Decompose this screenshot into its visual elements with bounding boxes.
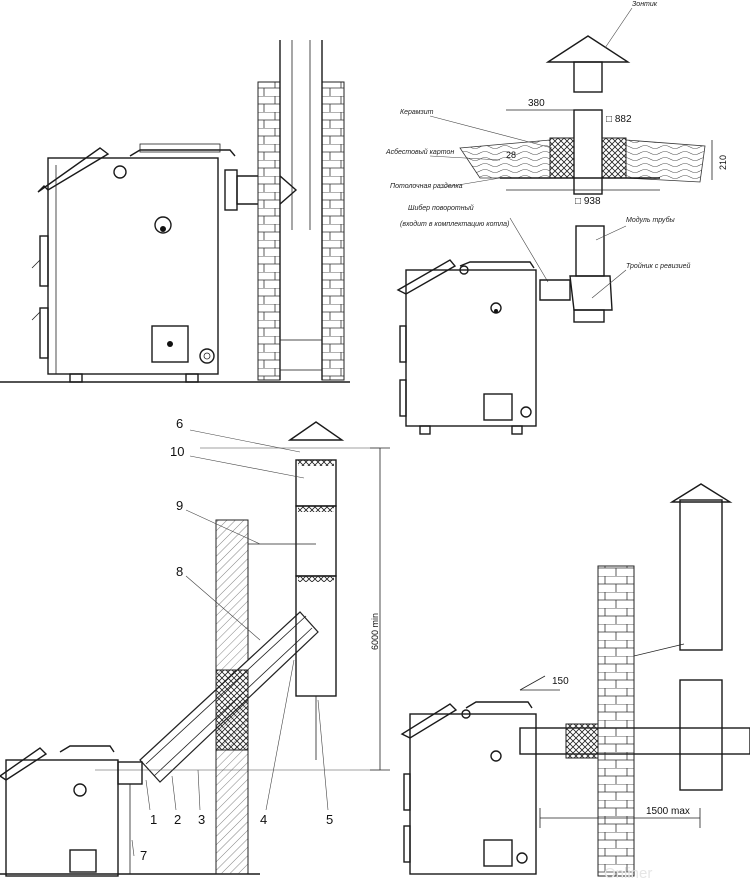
door-hinge-upper (39, 235, 49, 287)
wall-sleeve (215, 669, 249, 751)
boiler-lid (37, 147, 110, 193)
label-ceiling-cut: Потолочная разделка (390, 182, 463, 190)
dim-210: 210 (718, 155, 728, 170)
callout-4: 4 (260, 812, 267, 827)
bottom-right-view: 150 1500 max (400, 483, 750, 877)
brick-wall-left (257, 81, 281, 381)
vertical-pipe-2 (679, 499, 723, 651)
callout-8: 8 (176, 564, 183, 579)
callout-2: 2 (174, 812, 181, 827)
dim-1500-max: 1500 max (646, 806, 690, 817)
thermometer (113, 165, 127, 179)
drain-valve (199, 348, 215, 364)
watermark: Onliner (604, 865, 652, 882)
label-tee: Тройник с ревизией (626, 262, 691, 270)
pipe-module (575, 225, 605, 277)
boiler-body-3 (5, 759, 119, 877)
callout-3: 3 (198, 812, 205, 827)
cap-2 (287, 421, 345, 441)
ceiling-pipe (573, 109, 603, 195)
dim-28: 28 (506, 150, 516, 160)
top-left-view (0, 40, 350, 383)
top-right-view: Зонтик 380 □ 882 210 28 □ 938 Керамзит А… (385, 1, 728, 435)
cleanout (279, 339, 323, 371)
callout-9: 9 (176, 498, 183, 513)
ceiling-right (625, 139, 706, 183)
vertical-pipe-2b (679, 679, 723, 791)
dim-938: □ 938 (575, 196, 601, 207)
label-damper: Шибер поворотный (408, 204, 474, 212)
dim-150: 150 (552, 676, 569, 687)
dim-882: □ 882 (606, 114, 632, 125)
bottom-left-view: 6000 min 1 2 3 4 5 6 7 8 9 10 (0, 416, 390, 877)
callout-10: 10 (170, 444, 184, 459)
ceiling-left (459, 139, 551, 179)
boiler-body-2 (405, 269, 537, 427)
cap-3 (669, 483, 733, 503)
callout-6: 6 (176, 416, 183, 431)
callout-7: 7 (140, 848, 147, 863)
damper-body (539, 279, 571, 301)
label-asbestos: Асбестовый картон (385, 148, 454, 156)
boiler-top-plate (129, 149, 236, 157)
callout-5: 5 (326, 812, 333, 827)
umbrella-cap (545, 35, 631, 63)
dim-6000-min: 6000 min (370, 613, 380, 650)
boiler-body-4 (409, 713, 537, 875)
brick-wall-2 (597, 565, 635, 877)
tee-with-revision (569, 275, 613, 311)
sight-glass (154, 216, 172, 234)
callout-1: 1 (150, 812, 157, 827)
label-expanded-clay: Керамзит (400, 109, 434, 116)
brick-wall-right (321, 81, 345, 381)
expanded-clay-right (601, 137, 627, 179)
label-umbrella: Зонтик (632, 1, 658, 8)
label-damper-note: (входит в комплектацию котла) (400, 220, 509, 228)
boiler-body (47, 157, 219, 375)
expanded-clay-left (549, 137, 575, 179)
horizontal-pipe (519, 727, 750, 755)
label-pipe-module: Модуль трубы (626, 216, 676, 224)
door-hinge-lower (39, 307, 49, 359)
ash-door (151, 325, 189, 363)
dim-380: 380 (528, 98, 545, 109)
